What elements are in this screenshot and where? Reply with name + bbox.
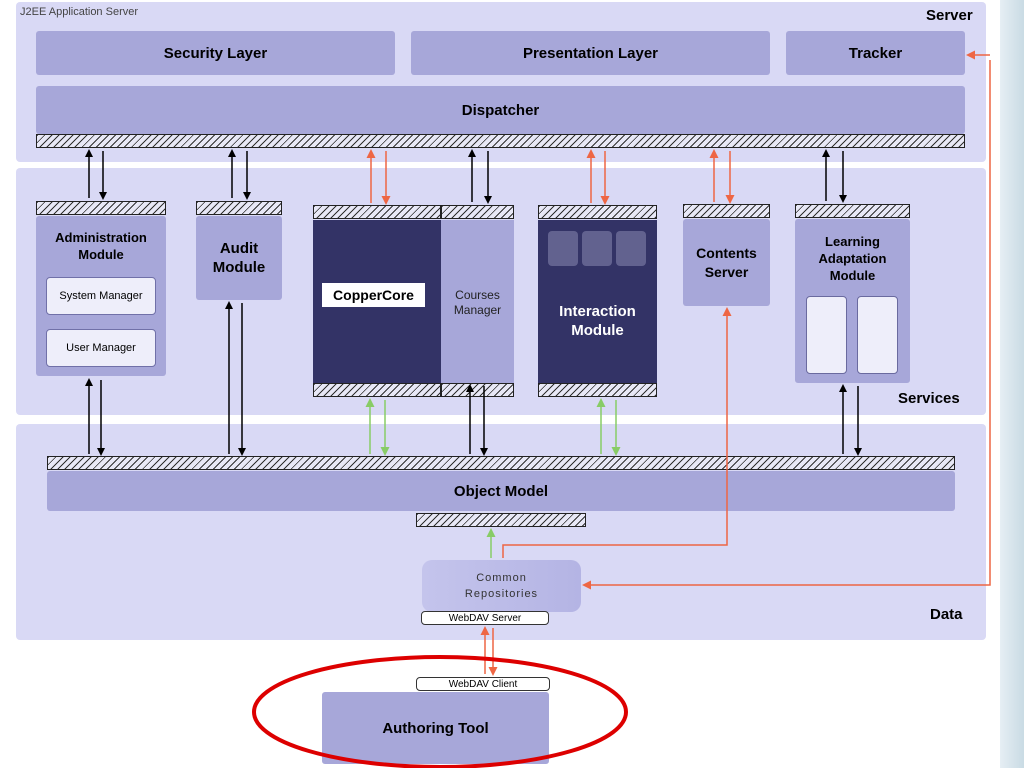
webdav-client: WebDAV Client [416,677,550,691]
highlight-ellipse [252,655,628,768]
right-edge-decoration [1000,0,1024,768]
system-manager-label: System Manager [59,290,143,302]
learning-slot-1 [806,296,847,374]
coppercore-top-bar [313,205,441,219]
learning-top-bar [795,204,910,218]
arrow-repo-to-contents [502,307,732,558]
coppercore-label-box: CopperCore [322,283,425,307]
presentation-layer: Presentation Layer [411,31,770,75]
courses-title-1: Courses [455,288,500,302]
courses-top-bar [441,205,514,219]
user-manager-label: User Manager [66,342,136,354]
data-label: Data [930,606,963,623]
webdav-server: WebDAV Server [421,611,549,625]
interaction-title-1: Interaction [559,303,636,320]
interaction-slot-2 [582,231,612,266]
contents-server [683,219,770,306]
webdav-client-label: WebDAV Client [448,678,518,690]
contents-title-1: Contents [696,245,757,261]
user-manager: User Manager [46,329,156,367]
common-repositories [422,560,581,612]
courses-manager [441,220,514,383]
services-label: Services [898,390,960,407]
audit-title-2: Module [212,259,266,276]
security-layer: Security Layer [36,31,395,75]
audit-title-1: Audit [219,240,259,257]
authoring-tool-label: Authoring Tool [382,719,489,737]
learning-title-1: Learning [825,234,880,249]
admin-title-1: Administration [55,230,147,245]
dispatcher: Dispatcher [36,86,965,134]
audit-top-bar [196,201,282,215]
presentation-layer-label: Presentation Layer [522,44,659,62]
object-model-lower-bar [416,513,586,527]
repositories-title-1: Common [476,572,527,584]
courses-bottom-bar [441,383,514,397]
server-title: J2EE Application Server [20,6,139,18]
courses-title-2: Manager [453,303,502,317]
learning-title-2: Adaptation [818,251,887,266]
coppercore-label: CopperCore [333,287,414,303]
server-label: Server [926,7,973,24]
interaction-slot-3 [616,231,646,266]
contents-title-2: Server [704,264,749,280]
dispatcher-label: Dispatcher [461,101,540,119]
tracker-label: Tracker [848,44,903,62]
interaction-bottom-bar [538,383,657,397]
dispatcher-interface-bar [36,134,965,148]
system-manager: System Manager [46,277,156,315]
repositories-title-2: Repositories [464,588,539,600]
arrow-tracker-loop [582,60,991,590]
webdav-server-label: WebDAV Server [448,612,522,624]
coppercore-bottom-bar [313,383,441,397]
admin-title-2: Module [78,247,124,262]
object-model: Object Model [47,471,955,511]
object-model-label: Object Model [453,482,549,500]
interaction-top-bar [538,205,657,219]
learning-slot-2 [857,296,898,374]
contents-top-bar [683,204,770,218]
security-layer-label: Security Layer [163,44,268,62]
audit-module [196,216,282,300]
object-model-interface-bar [47,456,955,470]
tracker: Tracker [786,31,965,75]
interaction-title-2: Module [571,322,624,339]
admin-top-bar [36,201,166,215]
learning-title-3: Module [829,268,876,283]
authoring-tool[interactable]: Authoring Tool [322,692,549,764]
interaction-slot-1 [548,231,578,266]
